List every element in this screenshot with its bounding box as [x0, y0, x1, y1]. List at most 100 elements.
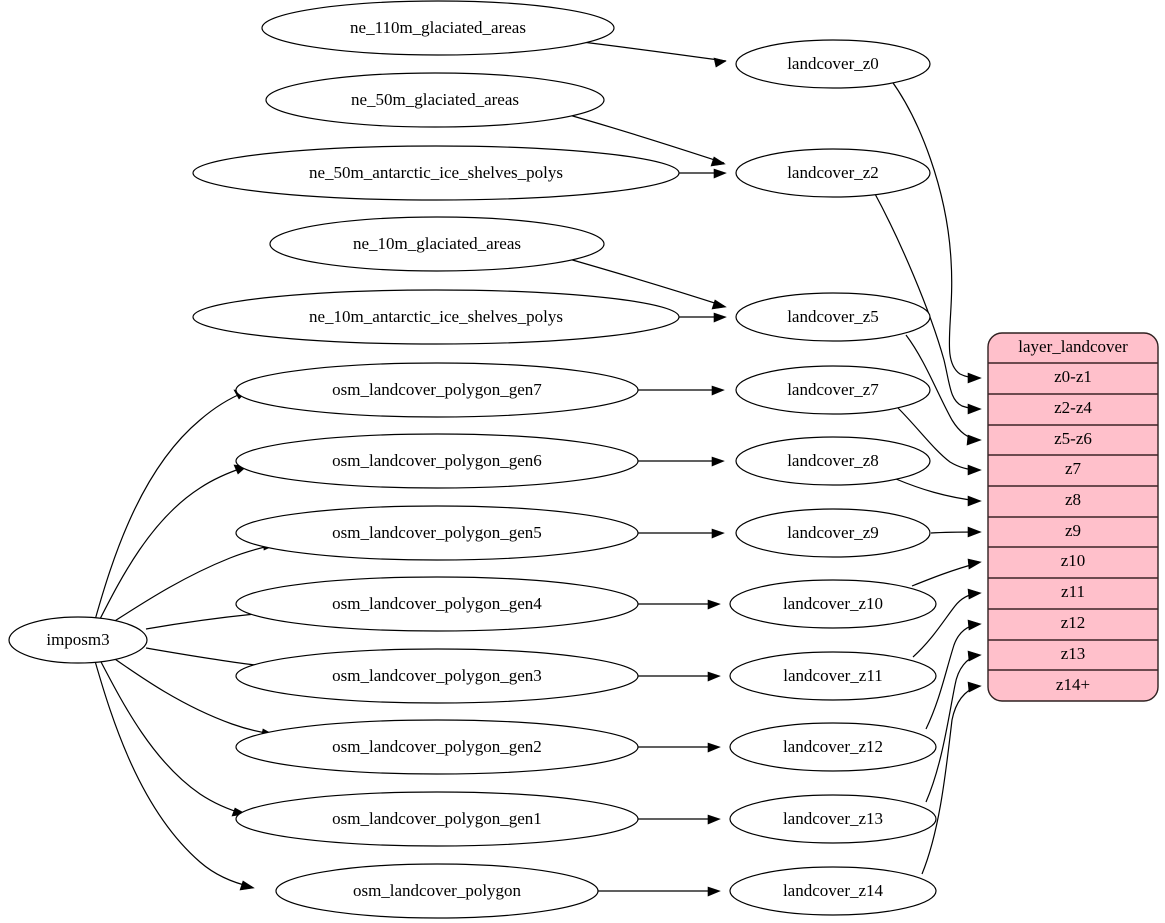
node-osm-landcover-polygon-gen6[interactable]: osm_landcover_polygon_gen6 — [235, 433, 639, 489]
node-landcover-z11[interactable]: landcover_z11 — [729, 651, 937, 701]
arrow-z8-to-row-z8 — [967, 495, 982, 507]
node-label: landcover_z8 — [787, 451, 879, 470]
node-label: landcover_z0 — [787, 54, 879, 73]
node-landcover-z0[interactable]: landcover_z0 — [735, 39, 931, 89]
node-landcover-z10[interactable]: landcover_z10 — [729, 579, 937, 629]
edge-z8-to-row-z8 — [895, 478, 979, 502]
table-row-label: z14+ — [1056, 675, 1090, 694]
node-label: osm_landcover_polygon — [353, 881, 522, 900]
edge-ne50mglac-to-z2 — [561, 112, 725, 164]
node-label: ne_110m_glaciated_areas — [350, 18, 526, 37]
node-landcover-z2[interactable]: landcover_z2 — [735, 148, 931, 198]
node-ne-10m-glaciated-areas[interactable]: ne_10m_glaciated_areas — [269, 216, 605, 272]
edge-ne110m-to-z0 — [565, 39, 727, 62]
arrow-gen6-to-z8 — [711, 456, 725, 467]
node-ne-110m-glaciated-areas[interactable]: ne_110m_glaciated_areas — [261, 0, 615, 56]
arrow-gen1-to-z13 — [707, 814, 721, 825]
node-label: osm_landcover_polygon_gen2 — [332, 737, 542, 756]
node-label: osm_landcover_polygon_gen6 — [332, 451, 542, 470]
node-label: landcover_z12 — [783, 737, 883, 756]
node-label: osm_landcover_polygon_gen1 — [332, 809, 542, 828]
edge-imposm3-to-polygon — [94, 660, 253, 888]
node-landcover-z8[interactable]: landcover_z8 — [735, 436, 931, 486]
edge-z13-to-row-z13 — [925, 654, 979, 803]
arrow-z10-to-row-z10 — [967, 558, 982, 570]
table-row-label: z7 — [1065, 459, 1082, 478]
arrow-z5-to-row-z5z6 — [966, 434, 982, 446]
arrow-ne10mant-to-z5 — [713, 312, 727, 323]
arrow-z9-to-row-z9 — [967, 526, 982, 538]
arrow-ne10mglac-to-z5 — [711, 299, 727, 310]
edge-imposm3-to-gen5 — [109, 544, 274, 625]
node-label: landcover_z14 — [783, 881, 884, 900]
table-row-label: z2-z4 — [1054, 398, 1092, 417]
node-label: osm_landcover_polygon_gen7 — [332, 380, 542, 399]
edge-group-natural-earth — [561, 39, 727, 323]
node-label: landcover_z9 — [787, 523, 879, 542]
table-row-label: z5-z6 — [1054, 429, 1092, 448]
layer-landcover-table[interactable]: layer_landcover z0-z1 z2-z4 z5-z6 z7 z8 … — [987, 332, 1159, 702]
arrow-gen4-to-z10 — [707, 599, 721, 610]
edge-imposm3-to-gen6 — [98, 466, 246, 622]
node-imposm3[interactable]: imposm3 — [8, 616, 148, 664]
node-label: osm_landcover_polygon_gen4 — [332, 594, 542, 613]
edge-z10-to-row-z10 — [911, 562, 979, 587]
edge-z0-to-row-z0z1 — [890, 79, 979, 379]
arrow-z14-to-row-z14plus — [967, 681, 982, 693]
node-osm-landcover-polygon-gen5[interactable]: osm_landcover_polygon_gen5 — [235, 505, 639, 561]
table-row-label: z10 — [1061, 551, 1086, 570]
edge-z14-to-row-z14plus — [921, 685, 979, 875]
arrow-ne50mglac-to-z2 — [710, 156, 726, 167]
arrow-gen7-to-z7 — [711, 385, 725, 396]
node-landcover-z9[interactable]: landcover_z9 — [735, 508, 931, 558]
node-label: osm_landcover_polygon_gen5 — [332, 523, 542, 542]
node-label: landcover_z13 — [783, 809, 883, 828]
node-label: ne_10m_antarctic_ice_shelves_polys — [309, 307, 563, 326]
arrow-polygon-to-z14 — [707, 886, 721, 897]
node-landcover-z5[interactable]: landcover_z5 — [735, 292, 931, 342]
node-landcover-z14[interactable]: landcover_z14 — [729, 866, 937, 916]
node-landcover-z13[interactable]: landcover_z13 — [729, 794, 937, 844]
arrow-gen2-to-z12 — [707, 742, 721, 753]
arrow-z2-to-row-z2z4 — [967, 403, 982, 415]
arrow-z11-to-row-z11 — [967, 588, 982, 600]
edge-imposm3-to-gen2 — [111, 656, 273, 735]
node-label: landcover_z5 — [787, 307, 879, 326]
edge-group-landcover-to-table — [873, 79, 982, 875]
node-osm-landcover-polygon[interactable]: osm_landcover_polygon — [275, 863, 599, 919]
node-label: imposm3 — [46, 630, 109, 649]
node-osm-landcover-polygon-gen2[interactable]: osm_landcover_polygon_gen2 — [235, 719, 639, 775]
table-row-label: z13 — [1061, 644, 1086, 663]
table-header-label: layer_landcover — [1018, 337, 1128, 356]
node-osm-landcover-polygon-gen3[interactable]: osm_landcover_polygon_gen3 — [235, 648, 639, 704]
node-osm-landcover-polygon-gen1[interactable]: osm_landcover_polygon_gen1 — [235, 791, 639, 847]
table-row-label: z12 — [1061, 613, 1086, 632]
arrow-imposm3-to-polygon — [239, 880, 255, 891]
edge-group-osm-to-landcover — [597, 385, 725, 897]
node-label: landcover_z2 — [787, 163, 879, 182]
arrow-gen3-to-z11 — [707, 671, 721, 682]
node-ne-50m-antarctic-ice-shelves-polys[interactable]: ne_50m_antarctic_ice_shelves_polys — [192, 145, 680, 201]
node-label: landcover_z7 — [787, 380, 879, 399]
arrow-gen5-to-z9 — [711, 528, 725, 539]
node-osm-landcover-polygon-gen7[interactable]: osm_landcover_polygon_gen7 — [235, 362, 639, 418]
node-label: osm_landcover_polygon_gen3 — [332, 666, 542, 685]
arrow-ne50mant-to-z2 — [713, 168, 727, 179]
table-row-label: z8 — [1065, 490, 1081, 509]
node-landcover-z7[interactable]: landcover_z7 — [735, 365, 931, 415]
node-label: ne_50m_glaciated_areas — [351, 90, 519, 109]
edge-imposm3-to-gen7 — [94, 391, 246, 621]
node-label: ne_50m_antarctic_ice_shelves_polys — [309, 163, 563, 182]
edge-imposm3-to-gen1 — [99, 659, 245, 815]
node-label: landcover_z11 — [783, 666, 882, 685]
node-label: landcover_z10 — [783, 594, 883, 613]
node-ne-50m-glaciated-areas[interactable]: ne_50m_glaciated_areas — [265, 72, 605, 128]
table-row-label: z9 — [1065, 521, 1081, 540]
table-row-label: z0-z1 — [1054, 367, 1092, 386]
node-ne-10m-antarctic-ice-shelves-polys[interactable]: ne_10m_antarctic_ice_shelves_polys — [192, 289, 680, 345]
edge-ne10mglac-to-z5 — [561, 256, 725, 307]
node-landcover-z12[interactable]: landcover_z12 — [729, 722, 937, 772]
node-osm-landcover-polygon-gen4[interactable]: osm_landcover_polygon_gen4 — [235, 576, 639, 632]
